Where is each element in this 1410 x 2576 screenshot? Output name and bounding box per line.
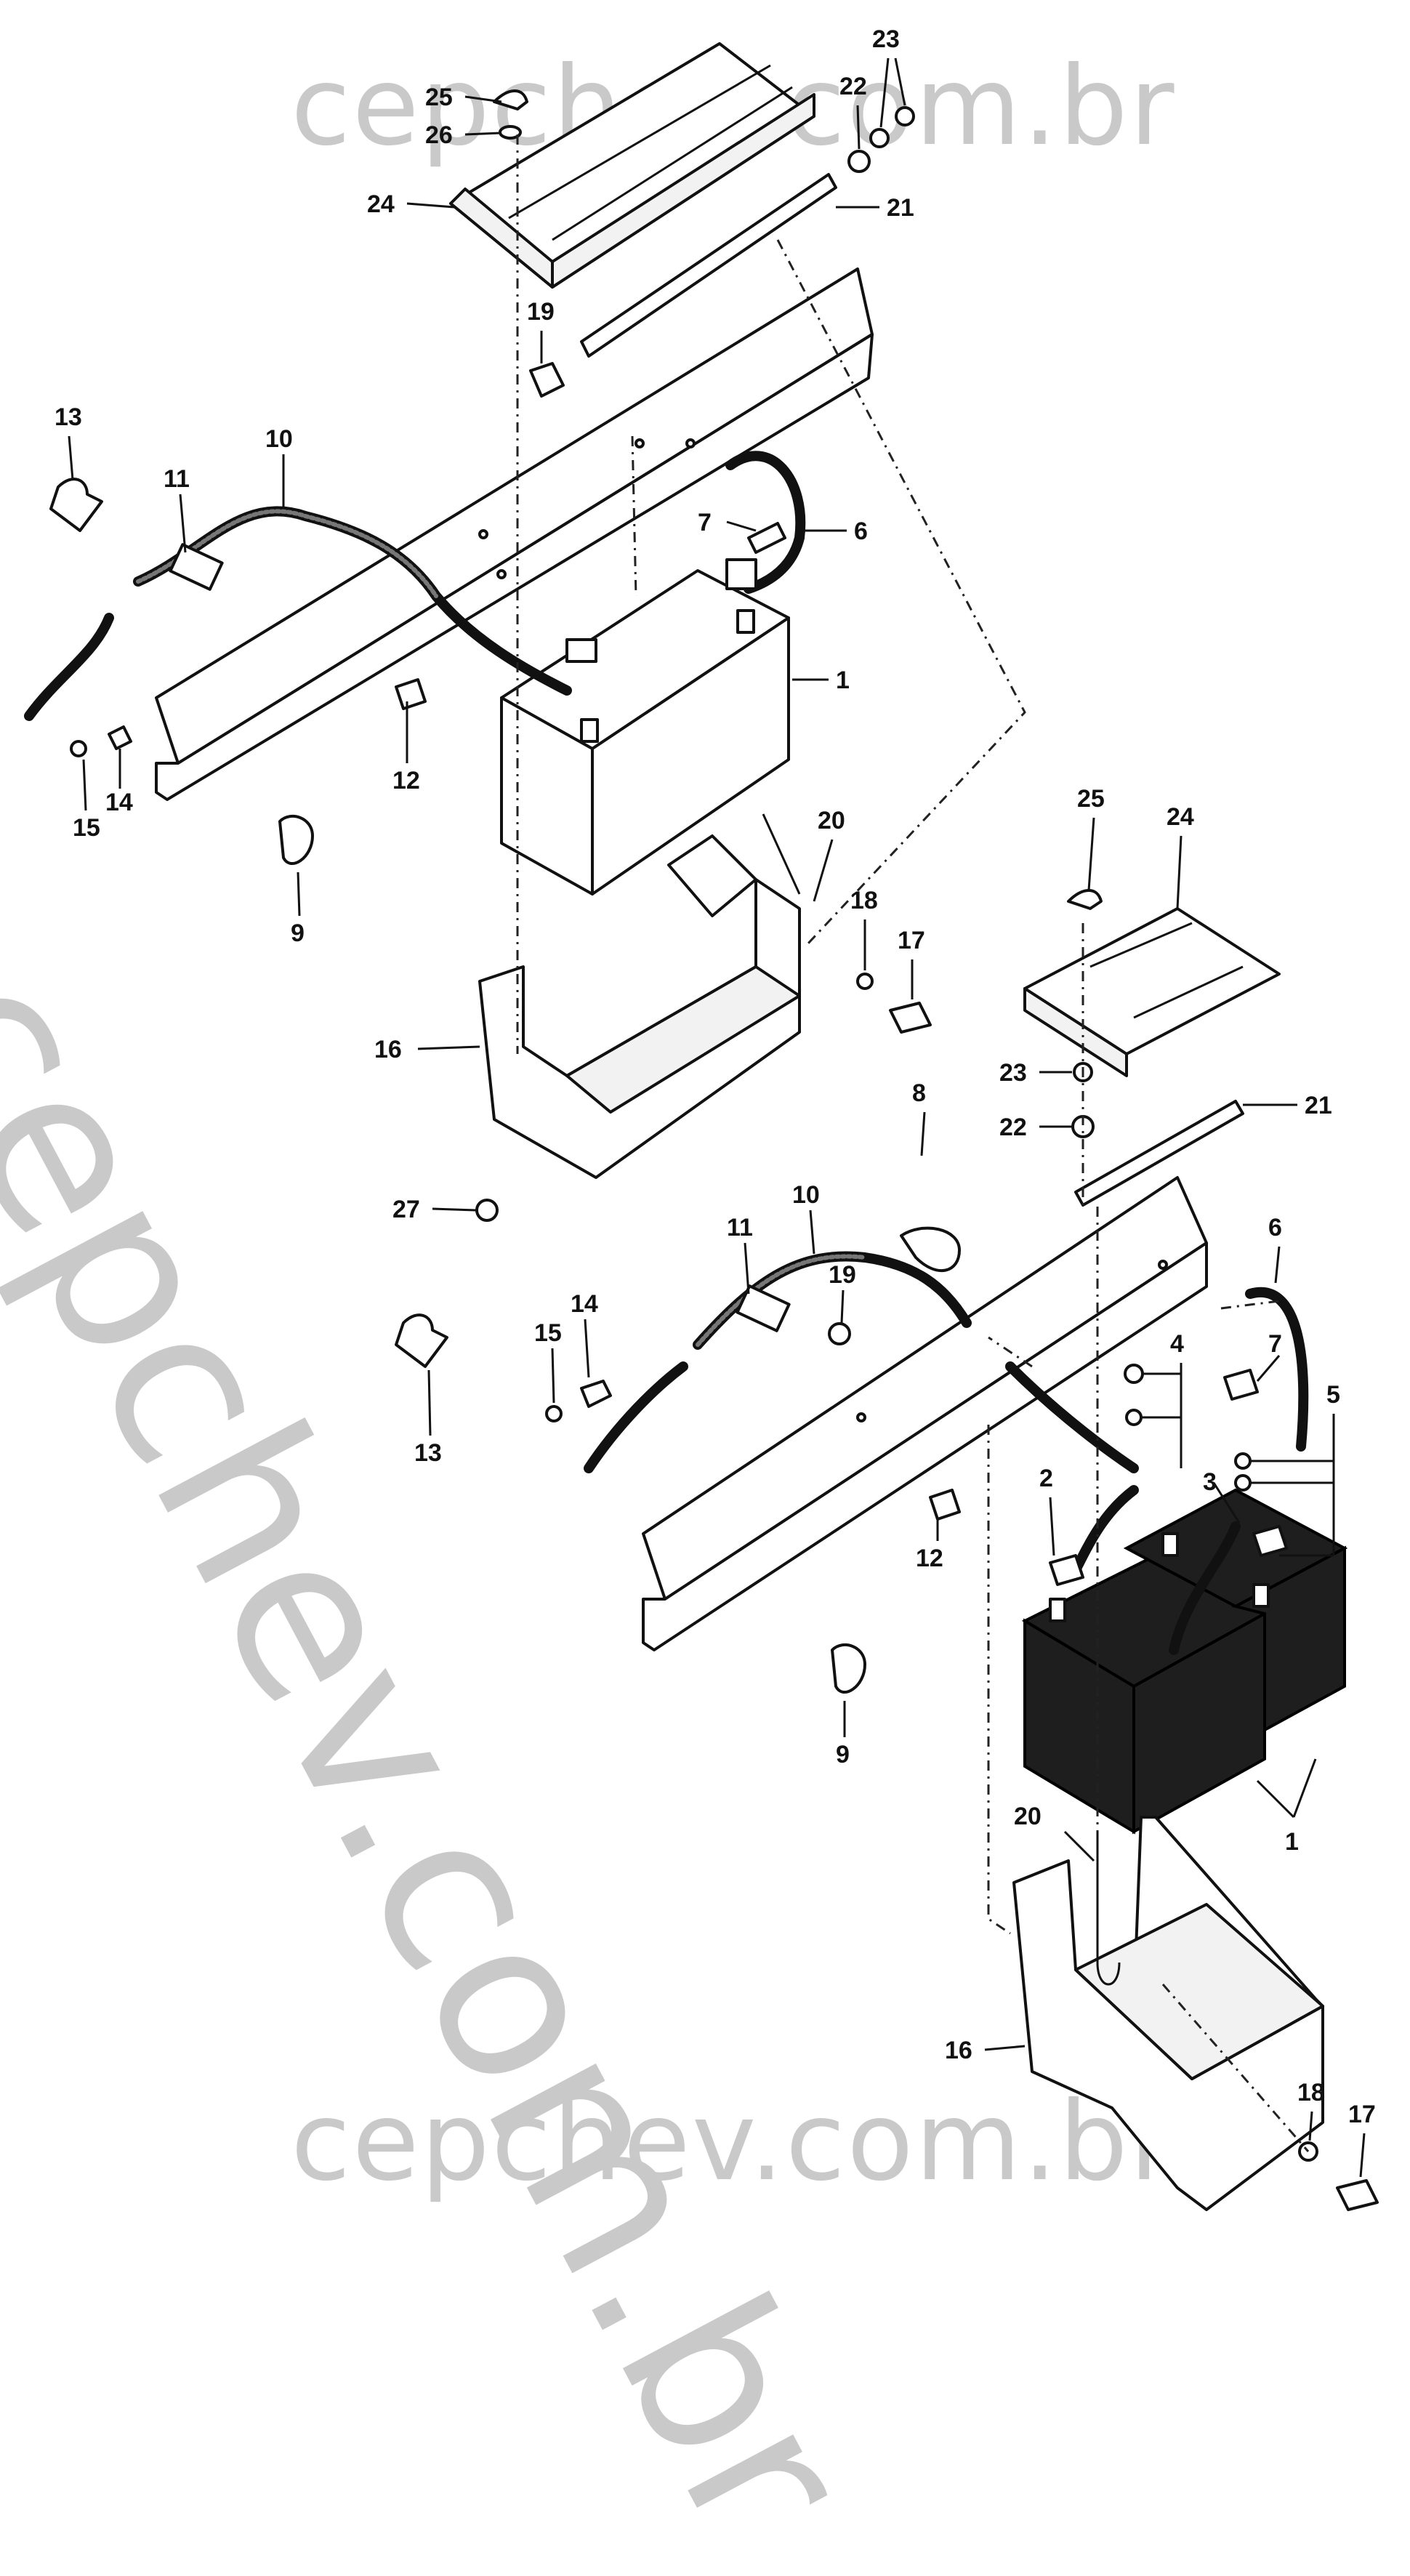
callout-14-lower: 14: [571, 1290, 598, 1318]
battery-cover-lower: [1023, 907, 1281, 1077]
watermark-bottom: cepchev.com.br: [291, 2079, 1176, 2205]
callout-17-upper: 17: [898, 927, 925, 954]
callout-24-lower: 24: [1167, 803, 1194, 831]
callout-15-upper: 15: [73, 814, 100, 842]
callout-27-upper: 27: [392, 1196, 420, 1223]
battery-installation-diagram: 25 26 24 23 22 21 19 13 10 11 7 6: [24, 25, 1379, 2211]
callout-10-upper: 10: [265, 425, 293, 453]
callout-25-lower: 25: [1077, 785, 1105, 813]
callout-1-lower: 1: [1285, 1828, 1299, 1856]
assembly-leaders-lower: [987, 923, 1310, 2152]
callout-22-lower: 22: [999, 1114, 1027, 1141]
callout-1-upper: 1: [836, 667, 850, 694]
cables-lower: [584, 1251, 1309, 1575]
callout-12-lower: 12: [916, 1545, 943, 1572]
callout-15-lower: 15: [534, 1319, 562, 1347]
callout-23-lower: 23: [999, 1059, 1027, 1087]
hold-down-bar-upper: [580, 173, 837, 358]
callout-23-upper: 23: [872, 25, 900, 53]
batteries-lower: [1021, 1488, 1348, 1835]
callout-16-lower: 16: [945, 2037, 972, 2064]
callout-9-upper: 9: [291, 919, 305, 947]
hardware-lower: [395, 889, 1379, 2211]
callout-19-upper: 19: [527, 298, 555, 326]
callout-6-lower: 6: [1268, 1214, 1282, 1241]
callout-7-lower: 7: [1268, 1330, 1282, 1358]
callout-24-upper: 24: [367, 190, 395, 218]
assembly-leaders-upper: [516, 134, 1026, 1054]
callouts-upper: 25 26 24 23 22 21 19 13 10 11 7 6: [55, 25, 925, 1223]
callout-20-lower: 20: [1014, 1803, 1042, 1830]
callout-12-upper: 12: [392, 767, 420, 794]
callout-21-upper: 21: [887, 194, 914, 222]
callout-4-lower: 4: [1170, 1330, 1184, 1358]
callout-13-upper: 13: [55, 403, 82, 431]
callout-26-upper: 26: [425, 121, 453, 149]
callout-8-lower: 8: [912, 1079, 926, 1107]
callout-10-lower: 10: [792, 1181, 820, 1209]
callout-18-upper: 18: [850, 887, 878, 914]
battery-tray-lower: [1012, 1816, 1324, 2211]
callout-9-lower: 9: [836, 1741, 850, 1768]
frame-rail-upper: [155, 267, 874, 801]
callouts-lower: 25 24 8 23 21 22 10 11 19 14 15 6: [414, 785, 1376, 2178]
ground-cable-upper: [725, 451, 806, 594]
battery-tray-upper: [478, 834, 801, 1179]
callout-16-upper: 16: [374, 1036, 402, 1063]
callout-13-lower: 13: [414, 1439, 442, 1467]
callout-25-upper: 25: [425, 84, 453, 111]
callout-11-upper: 11: [164, 465, 190, 493]
callout-2-lower: 2: [1039, 1465, 1053, 1492]
battery-cover-upper: [449, 42, 815, 289]
callout-19-lower: 19: [829, 1261, 856, 1289]
callout-20-upper: 20: [818, 807, 845, 834]
callout-14-upper: 14: [105, 789, 133, 816]
hold-down-bar-lower: [1074, 1100, 1244, 1207]
positive-cable-upper: [24, 506, 572, 721]
frame-rail-lower: [642, 1176, 1208, 1651]
callout-21-lower: 21: [1305, 1092, 1332, 1119]
callout-22-upper: 22: [839, 73, 867, 100]
callout-17-lower: 17: [1348, 2101, 1376, 2128]
battery-upper: [500, 569, 790, 895]
callout-18-lower: 18: [1297, 2079, 1325, 2106]
hardware-upper: [49, 89, 932, 1222]
callout-6-upper: 6: [854, 518, 868, 545]
callout-11-lower: 11: [727, 1214, 753, 1241]
callout-5-lower: 5: [1326, 1381, 1340, 1409]
callout-3-lower: 3: [1203, 1468, 1217, 1496]
callout-7-upper: 7: [698, 509, 712, 536]
